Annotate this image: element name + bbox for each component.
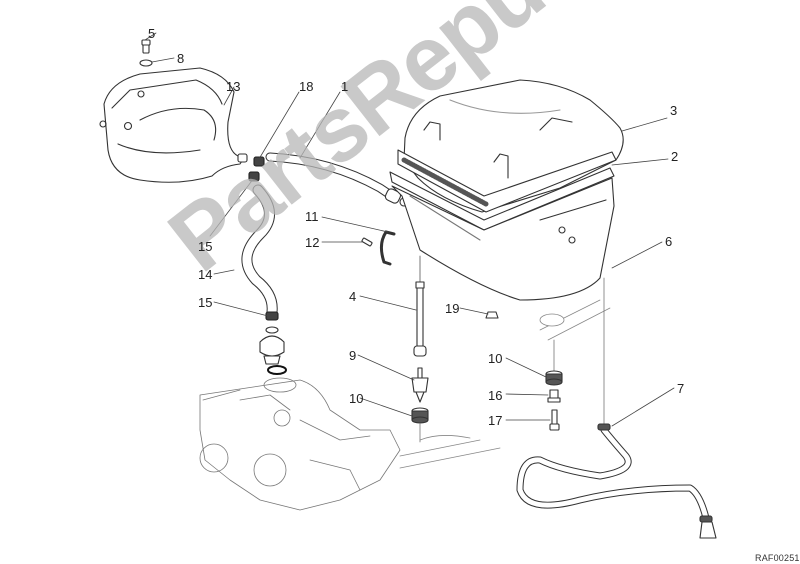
callout-6[interactable]: 6 — [665, 234, 673, 249]
callout-5[interactable]: 5 — [148, 26, 156, 41]
breather-hose-part[interactable] — [265, 152, 397, 201]
hose-clamp-part[interactable] — [237, 153, 265, 182]
stud-part[interactable] — [411, 367, 429, 403]
callout-4[interactable]: 4 — [349, 289, 357, 304]
air-box-part[interactable] — [391, 177, 615, 301]
leader-lines — [144, 32, 675, 427]
drain-hose-part[interactable] — [516, 423, 717, 539]
screw-part[interactable] — [141, 39, 151, 54]
rubber-grommet-part[interactable] — [545, 339, 563, 386]
callout-15-lower[interactable]: 15 — [198, 295, 213, 310]
callout-16[interactable]: 16 — [488, 388, 503, 403]
callout-2[interactable]: 2 — [671, 149, 679, 164]
diagram-reference-code: RAF00251 — [755, 553, 800, 563]
callout-11[interactable]: 11 — [305, 209, 319, 224]
callout-10-right[interactable]: 10 — [488, 351, 503, 366]
callout-19[interactable]: 19 — [445, 301, 460, 316]
nut-part[interactable] — [485, 311, 499, 319]
callout-9[interactable]: 9 — [349, 348, 357, 363]
callout-7[interactable]: 7 — [677, 381, 685, 396]
callout-8[interactable]: 8 — [177, 51, 185, 66]
breather-valve-part[interactable] — [259, 326, 287, 375]
breather-tank-part[interactable] — [99, 67, 245, 183]
gear-icon — [560, 122, 592, 154]
callout-14[interactable]: 14 — [198, 267, 213, 282]
callout-10-left[interactable]: 10 — [349, 391, 364, 406]
screw-part[interactable] — [549, 409, 560, 431]
stud-part[interactable] — [413, 255, 427, 357]
air-filter-part[interactable] — [389, 149, 617, 231]
callout-3[interactable]: 3 — [670, 103, 678, 118]
callout-1[interactable]: 1 — [341, 79, 349, 94]
hose-fitting-part[interactable] — [384, 188, 409, 207]
washer-part[interactable] — [139, 59, 153, 67]
crankcase-outline — [199, 377, 401, 511]
callout-18[interactable]: 18 — [299, 79, 314, 94]
clip-part[interactable] — [379, 230, 396, 266]
callout-12[interactable]: 12 — [305, 235, 320, 250]
pin-part[interactable] — [361, 237, 373, 247]
spacer-bushing-part[interactable] — [547, 389, 561, 403]
rubber-grommet-part[interactable] — [411, 407, 429, 443]
callout-13[interactable]: 13 — [226, 79, 241, 94]
callout-15-upper[interactable]: 15 — [198, 239, 213, 254]
frame-rail — [399, 299, 611, 469]
callout-17[interactable]: 17 — [488, 413, 503, 428]
hose-clamp-part[interactable] — [265, 311, 279, 321]
